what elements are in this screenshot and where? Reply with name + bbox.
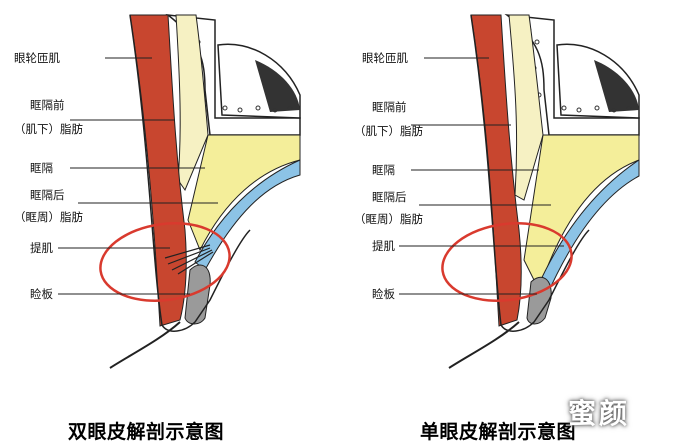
caption-double-eyelid: 双眼皮解剖示意图	[68, 421, 225, 443]
highlight-circle	[99, 222, 231, 302]
label-tarsus: 睑板	[372, 287, 395, 301]
label-postseptal: 眶隔后	[372, 190, 407, 204]
label-submuscular-fat: （肌下）脂肪	[354, 124, 423, 138]
label-levator: 提肌	[372, 239, 395, 253]
double-eyelid-diagram	[58, 13, 301, 369]
postseptal-fat	[187, 134, 301, 252]
levator-fibers	[164, 244, 214, 275]
label-postseptal: 眶隔后	[30, 188, 65, 202]
eyelash	[109, 321, 181, 369]
label-submuscular-fat: （肌下）脂肪	[14, 122, 83, 136]
watermark-logo: 蜜颜	[568, 397, 631, 430]
single-eyelid-diagram	[399, 13, 640, 369]
highlight-circle	[441, 222, 573, 302]
caption-single-eyelid: 单眼皮解剖示意图	[420, 421, 577, 443]
orbicularis-muscle	[129, 14, 187, 327]
preseptal-fat	[175, 14, 209, 192]
label-tarsus: 睑板	[30, 287, 53, 301]
label-periorbital-fat: （眶周）脂肪	[354, 212, 423, 226]
skin-outline	[470, 14, 590, 332]
label-levator: 提肌	[30, 241, 53, 255]
label-septum: 眶隔	[30, 161, 53, 175]
orbital-shadow	[255, 60, 300, 112]
label-orbicularis: 眼轮匝肌	[14, 51, 60, 65]
postseptal-fat	[523, 134, 640, 292]
label-preseptal: 眶隔前	[372, 100, 407, 114]
label-orbicularis: 眼轮匝肌	[362, 51, 408, 65]
label-septum: 眶隔	[372, 163, 395, 177]
label-preseptal: 眶隔前	[30, 98, 65, 112]
eyelash	[448, 321, 520, 369]
tarsus	[526, 276, 552, 325]
orbital-shadow	[594, 60, 639, 112]
label-periorbital-fat: （眶周）脂肪	[14, 210, 83, 224]
